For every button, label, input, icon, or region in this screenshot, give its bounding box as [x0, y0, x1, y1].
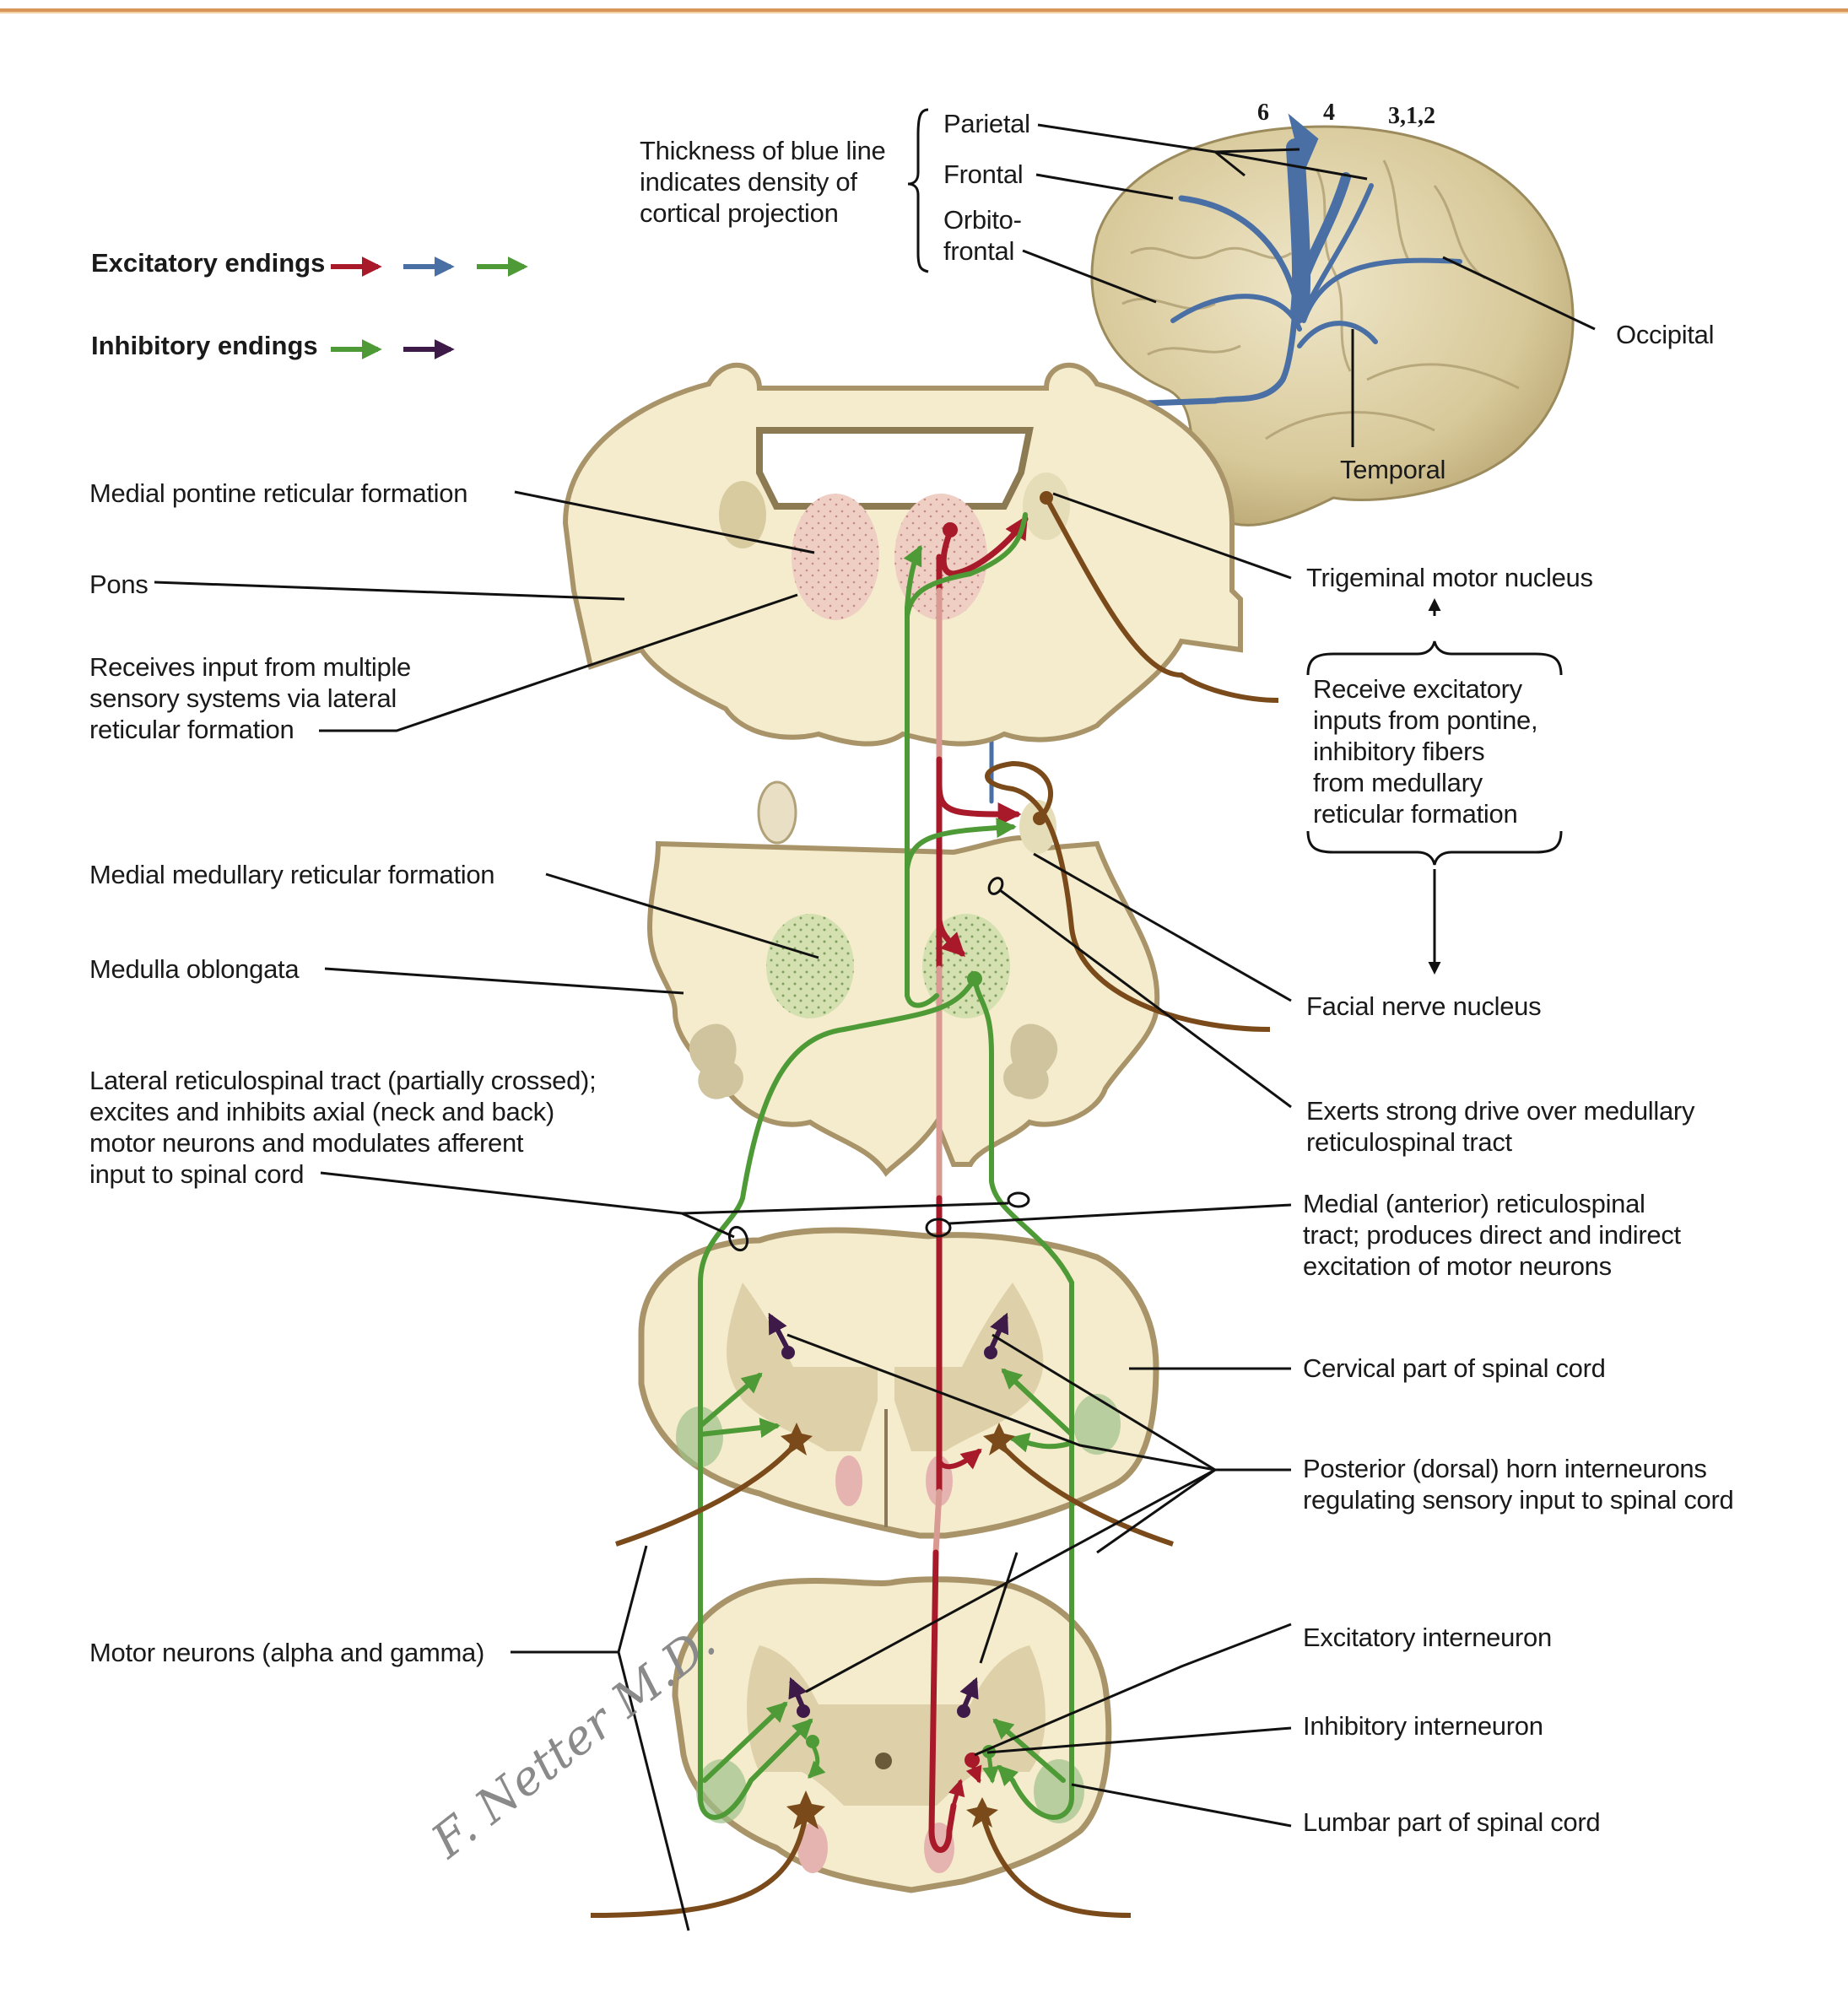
header-rule	[0, 8, 1848, 12]
excitatory-interneuron-soma	[965, 1752, 980, 1768]
label-facial: Facial nerve nucleus	[1306, 991, 1542, 1021]
header-rule-accent	[0, 12, 1848, 14]
label-cervical: Cervical part of spinal cord	[1303, 1353, 1606, 1383]
medial-pontine-reticular-formation-left	[792, 494, 879, 620]
lobe-temporal: Temporal	[1340, 455, 1446, 484]
cervical-spinal-cord	[638, 1227, 1159, 1539]
medial-medullary-reticular-formation-left	[766, 914, 854, 1018]
cortex-thickness-note: Thickness of blue line indicates density…	[640, 136, 886, 228]
label-exerts: Exerts strong drive over medullary retic…	[1306, 1096, 1695, 1157]
brain-illustration	[907, 108, 1596, 804]
cortex-brace	[907, 108, 929, 273]
brace-bottom	[1306, 830, 1563, 866]
label-lateral-tract: Lateral reticulospinal tract (partially …	[89, 1066, 597, 1189]
motor-neurons-brown	[590, 491, 1279, 1918]
brodmann-area-6: 6	[1257, 100, 1269, 126]
lateral-reticulospinal-tract-green	[698, 512, 1074, 1820]
label-medial-medullary: Medial medullary reticular formation	[89, 860, 495, 889]
pons-section	[562, 362, 1243, 747]
dorsal-horn-interneurons-purple	[768, 1312, 1009, 1718]
lobe-parietal: Parietal	[943, 109, 1030, 138]
medulla-section	[646, 780, 1160, 1177]
brace-top	[1306, 640, 1563, 676]
lobe-frontal: Frontal	[943, 159, 1024, 189]
medial-medullary-reticular-formation-right	[922, 914, 1010, 1018]
lobe-orbitofrontal: Orbito- frontal	[943, 205, 1022, 266]
label-inhibitory-interneuron: Inhibitory interneuron	[1303, 1711, 1543, 1741]
label-excitatory-interneuron: Excitatory interneuron	[1303, 1623, 1552, 1652]
legend-inhibitory-label: Inhibitory endings	[91, 331, 318, 360]
label-receives-input: Receives input from multiple sensory sys…	[89, 652, 411, 744]
label-medial-pontine: Medial pontine reticular formation	[89, 478, 468, 508]
lobe-occipital: Occipital	[1616, 320, 1715, 349]
brain-leader-lines	[1022, 123, 1596, 447]
label-trigeminal: Trigeminal motor nucleus	[1306, 563, 1593, 592]
legend-excitatory-label: Excitatory endings	[91, 248, 326, 278]
label-lumbar: Lumbar part of spinal cord	[1303, 1807, 1601, 1837]
lumbar-spinal-cord	[672, 1576, 1112, 1893]
brodmann-area-4: 4	[1323, 100, 1335, 126]
label-motor-neurons: Motor neurons (alpha and gamma)	[89, 1638, 485, 1667]
label-medial-tract: Medial (anterior) reticulospinal tract; …	[1303, 1189, 1681, 1281]
label-receive-inputs: Receive excitatory inputs from pontine, …	[1313, 674, 1538, 829]
label-medulla: Medulla oblongata	[89, 954, 300, 984]
label-posterior-horn: Posterior (dorsal) horn interneurons reg…	[1303, 1454, 1734, 1515]
brodmann-area-3-1-2: 3,1,2	[1388, 103, 1435, 129]
label-pons: Pons	[89, 570, 149, 599]
leader-lines	[154, 490, 1563, 1931]
